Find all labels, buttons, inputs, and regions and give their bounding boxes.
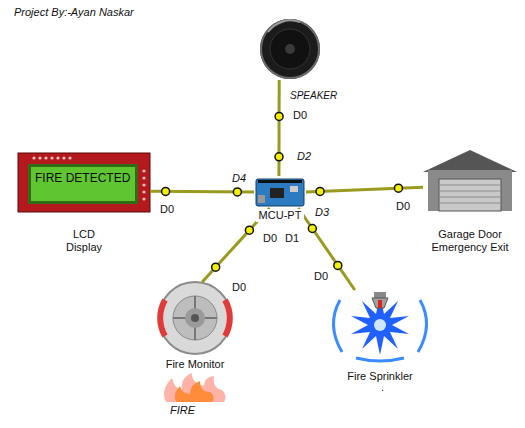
device-label: SPEAKER (290, 89, 337, 102)
wire-line (277, 80, 280, 176)
pin-label: D2 (297, 150, 311, 163)
speaker-icon (260, 19, 320, 79)
pin-label: D3 (315, 206, 329, 219)
pin-label: D4 (232, 172, 246, 185)
wire-connector (306, 184, 423, 195)
smoke-detector-icon (159, 282, 231, 354)
device-label: Fire Sprinkler (330, 370, 430, 383)
connection-dot (275, 153, 283, 161)
connection-dot (334, 261, 342, 269)
lcd-display-icon (18, 153, 150, 212)
lcd-node: FIRE DETECTEDLCD Display (18, 153, 150, 212)
note-label: FIRE (170, 404, 195, 417)
title-text: Project By:-Ayan Naskar (14, 6, 134, 19)
connection-dot (212, 263, 220, 271)
device-label: Garage Door Emergency Exit (420, 228, 520, 254)
connection-dot (316, 187, 324, 195)
pin-label: D1 (285, 232, 299, 245)
device-label: Fire Monitor (145, 358, 245, 371)
device-label: MCU-PT (256, 209, 304, 222)
sprinkler-node: Fire Sprinkler (338, 290, 422, 360)
wire-connector (150, 187, 254, 195)
connection-dot (233, 188, 241, 196)
pin-label: D0 (293, 109, 307, 122)
connection-dot (275, 112, 283, 120)
speaker-node: SPEAKER (260, 20, 320, 80)
pin-label: D0 (263, 232, 277, 245)
pin-label: D0 (160, 203, 174, 216)
wire-connector (275, 80, 283, 176)
connection-dot (245, 226, 253, 234)
screen-text: FIRE DETECTED (35, 172, 130, 185)
pin-label: D0 (232, 281, 246, 294)
note-label: . (381, 381, 384, 394)
fire-flames (164, 373, 226, 402)
wire-line (298, 208, 355, 290)
pin-label: D0 (396, 200, 410, 213)
device-label: LCD Display (59, 228, 109, 254)
pin-label: D0 (314, 270, 328, 283)
wire-connector (298, 208, 355, 290)
garage-door-icon (423, 150, 517, 211)
mcu-board-icon (256, 179, 304, 206)
mcu-node: MCU-PT (254, 176, 306, 208)
garage-node: Garage Door Emergency Exit (423, 150, 517, 212)
connection-dot (308, 225, 316, 233)
connection-dot (162, 187, 170, 195)
sprinkler-icon (333, 292, 426, 361)
fire-monitor-node: Fire Monitor (159, 282, 231, 354)
connection-dot (394, 184, 402, 192)
